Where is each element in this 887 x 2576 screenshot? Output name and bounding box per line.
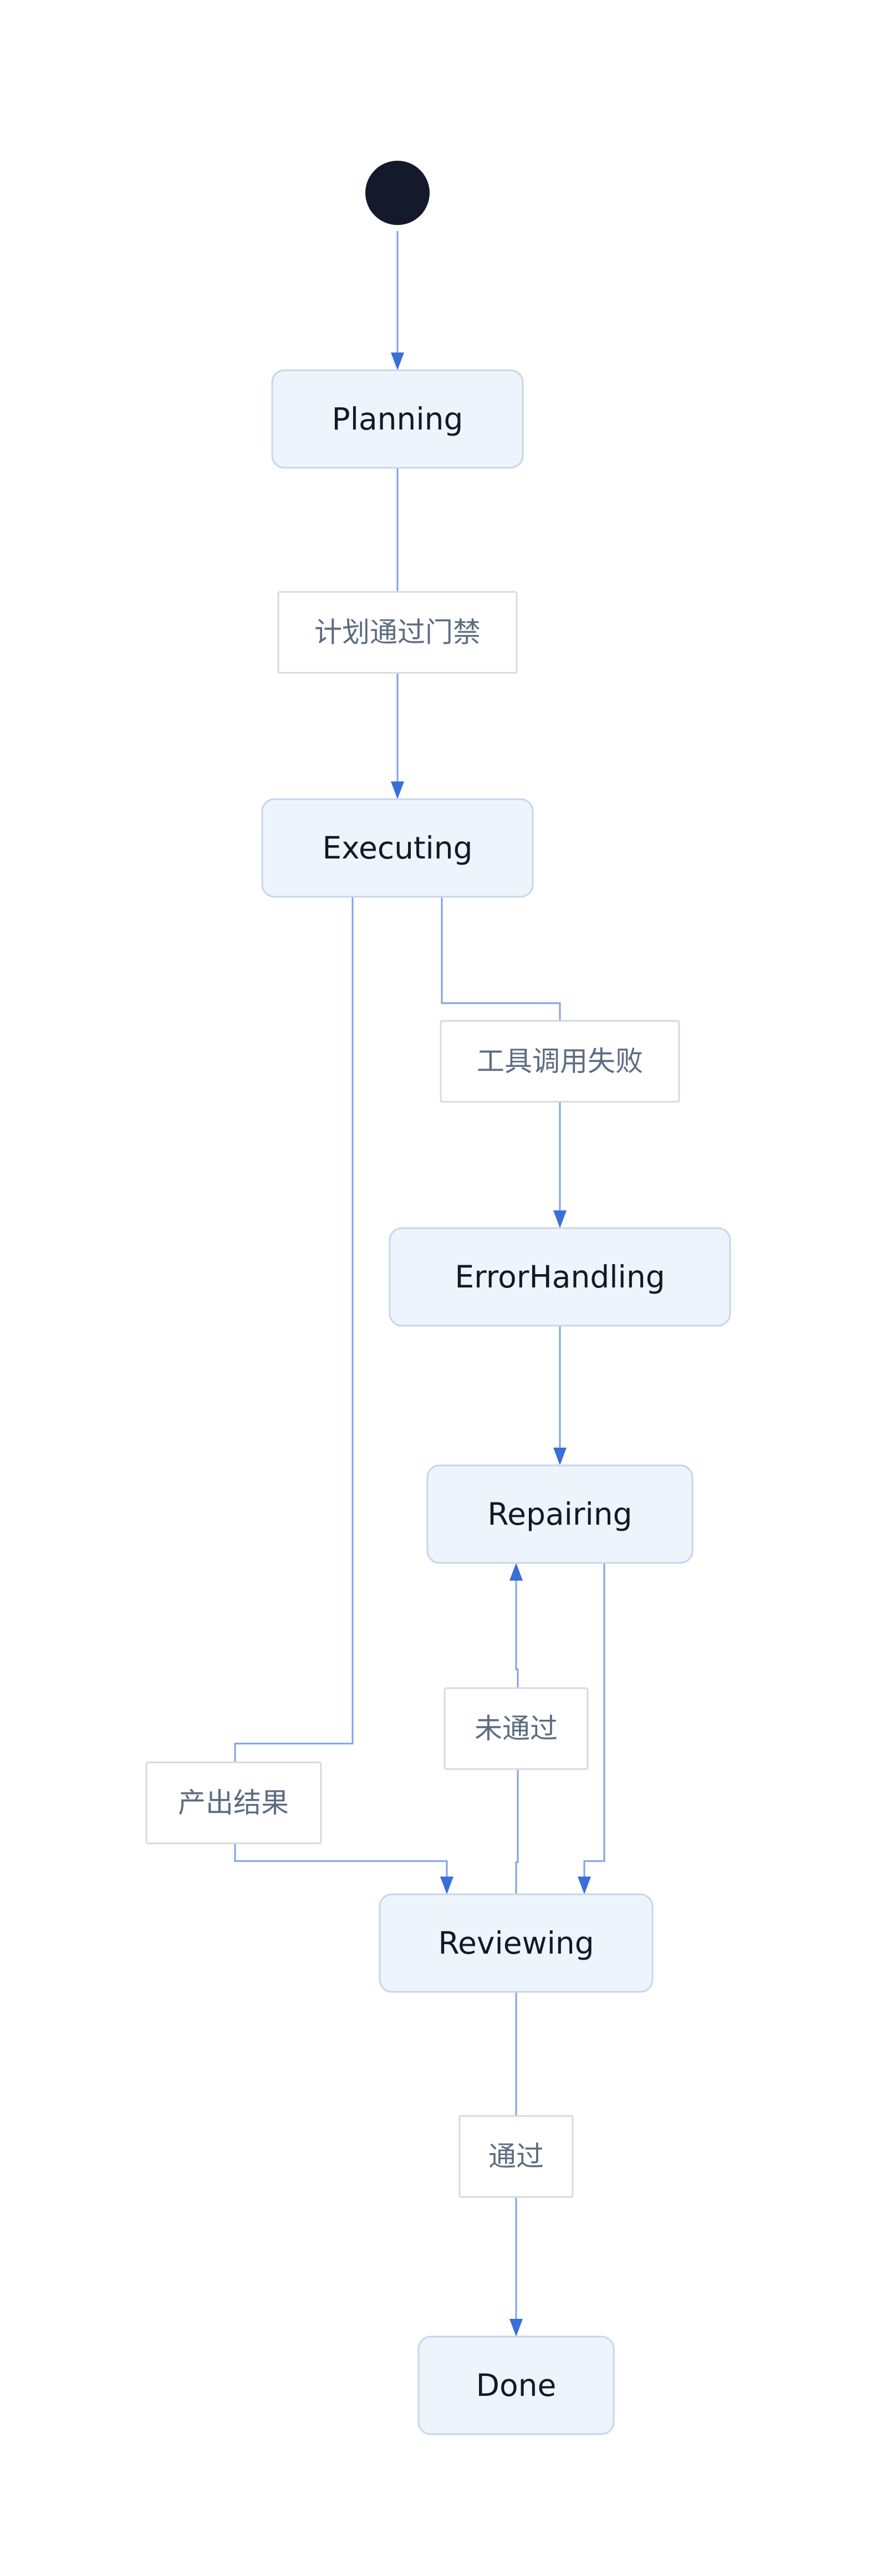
state-executing-label: Executing [322,830,472,866]
transition-label-executing-to-reviewing-text: 产出结果 [178,1787,289,1819]
state-repairing-label: Repairing [487,1496,632,1532]
transition-label-reviewing-to-done-text: 通过 [488,2140,544,2173]
state-done-label: Done [476,2368,557,2403]
state-executing: Executing [261,798,534,898]
edge-error-handling-to-repairing [553,1326,567,1465]
edge-repairing-to-reviewing [578,1563,605,1894]
edge-executing-to-error-handling [441,897,567,1228]
state-reviewing: Reviewing [379,1893,654,1993]
transition-label-reviewing-to-repairing-text: 未通过 [475,1713,558,1745]
state-planning: Planning [271,369,524,469]
state-error-handling-label: ErrorHandling [455,1259,665,1295]
state-error-handling: ErrorHandling [389,1227,731,1327]
transition-label-planning-to-executing: 计划通过门禁 [277,591,518,674]
transition-label-planning-to-executing-text: 计划通过门禁 [314,616,481,648]
state-repairing: Repairing [426,1464,694,1564]
transition-label-executing-to-reviewing: 产出结果 [145,1761,322,1844]
state-done: Done [417,2335,615,2435]
transition-label-executing-to-error-handling: 工具调用失败 [440,1020,680,1103]
edge-executing-to-reviewing [234,897,453,1894]
start-node [365,161,430,225]
state-reviewing-label: Reviewing [438,1925,594,1961]
transition-label-reviewing-to-done: 通过 [458,2115,574,2198]
transition-label-reviewing-to-repairing: 未通过 [443,1687,589,1770]
transition-label-executing-to-error-handling-text: 工具调用失败 [477,1045,643,1077]
edge-start-to-planning [391,231,404,370]
state-planning-label: Planning [332,401,463,437]
